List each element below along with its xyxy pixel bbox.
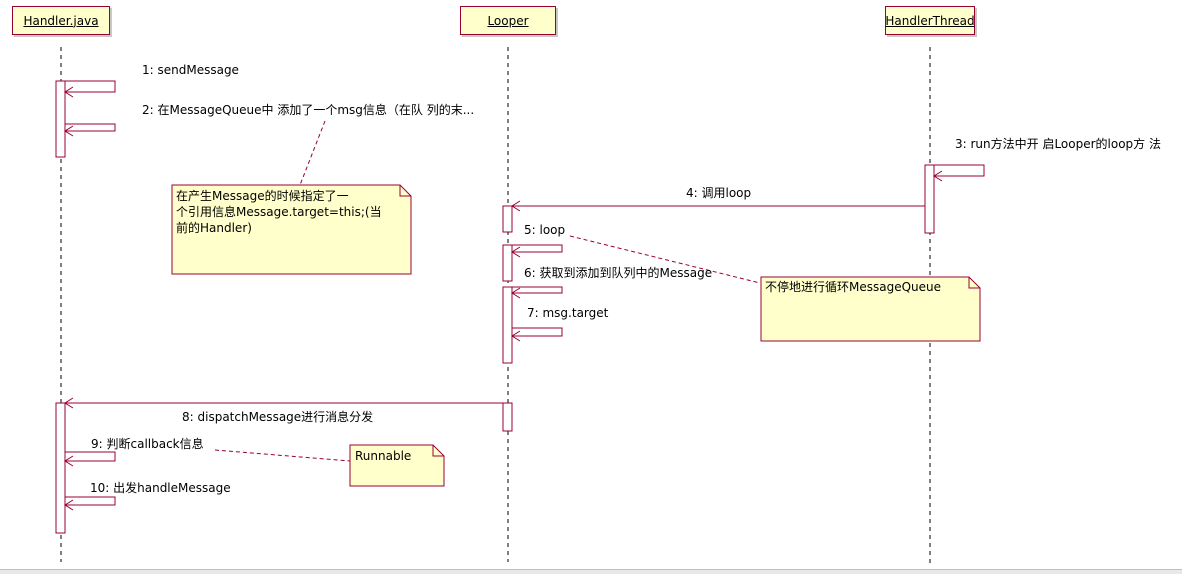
activation-handler-2 <box>55 402 66 534</box>
message-label-5: 5: loop <box>524 223 566 237</box>
message-arrow-2 <box>64 123 116 137</box>
message-label-1: 1: sendMessage <box>142 63 239 77</box>
message-label-8: 8: dispatchMessage进行消息分发 <box>182 410 374 424</box>
message-label-10: 10: 出发handleMessage <box>90 481 231 495</box>
message-arrow-7 <box>511 327 563 342</box>
message-label-4: 4: 调用loop <box>686 186 752 200</box>
message-label-9: 9: 判断callback信息 <box>91 437 204 451</box>
message-arrow-9 <box>64 451 116 467</box>
activation-looper-1 <box>502 205 513 233</box>
message-arrow-8 <box>64 397 503 409</box>
message-label-2: 2: 在MessageQueue中 添加了一个msg信息（在队 列的末... <box>142 103 475 117</box>
message-arrow-5 <box>511 244 563 258</box>
note-connector-3 <box>214 449 351 462</box>
note-runnable <box>349 444 445 487</box>
lifeline-head-looper[interactable]: Looper <box>460 6 556 35</box>
note-text-loop: 不停地进行循环MessageQueue <box>765 280 942 294</box>
activation-looper-4 <box>502 402 513 432</box>
note-connector-2 <box>569 235 761 284</box>
activation-thread-1 <box>924 164 935 234</box>
note-loop <box>760 276 981 342</box>
lifeline-head-thread[interactable]: HandlerThread <box>885 6 975 35</box>
activation-looper-2 <box>502 244 513 282</box>
note-connector-1 <box>299 120 326 186</box>
note-text-message-target: 在产生Message的时候指定了一 个引用信息Message.target=th… <box>176 189 382 235</box>
message-label-3: 3: run方法中开 启Looper的loop方 法 <box>955 137 1161 151</box>
message-arrow-6 <box>511 286 563 299</box>
activation-looper-3 <box>502 286 513 364</box>
message-label-6: 6: 获取到添加到队列中的Message <box>524 266 713 280</box>
message-arrow-1 <box>64 80 116 98</box>
note-text-runnable: Runnable <box>355 449 412 463</box>
message-arrow-3 <box>933 164 985 182</box>
message-arrow-4 <box>511 200 925 212</box>
lifeline-head-handler[interactable]: Handler.java <box>12 6 110 35</box>
message-arrow-10 <box>64 496 116 511</box>
activation-handler-1 <box>55 80 66 158</box>
message-label-7: 7: msg.target <box>527 306 609 320</box>
note-message-target <box>171 184 412 275</box>
horizontal-scrollbar[interactable] <box>0 569 1182 574</box>
